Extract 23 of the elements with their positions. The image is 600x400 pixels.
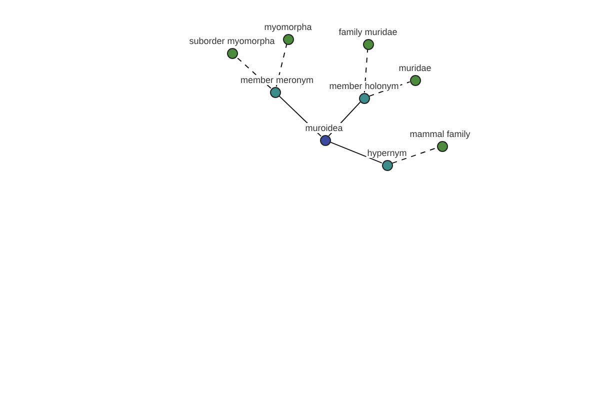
node-label: member meronym [240,75,314,85]
node-circle [226,48,238,58]
node-label: member holonym [328,81,400,91]
connector-line [236,56,272,89]
connector-line [392,147,438,164]
node-label: muridae [398,63,432,73]
node-circle [320,134,330,146]
node-label: muroidea [304,123,344,133]
node-label: myomorpha [263,22,313,32]
node-circle [270,86,280,98]
node-circle [358,92,370,104]
node-circle [436,140,448,152]
node-label: mammal family [408,129,472,139]
node-label: hypernym [366,148,408,158]
connector-line [364,48,368,94]
node-label: family muridae [338,27,398,37]
connector-line [330,142,382,164]
node-circle [282,34,294,44]
node-circle [362,38,374,50]
connector-line [276,44,288,88]
node-label: suborder myomorpha [188,36,276,46]
node-circle [382,160,392,170]
node-circle [410,74,420,86]
